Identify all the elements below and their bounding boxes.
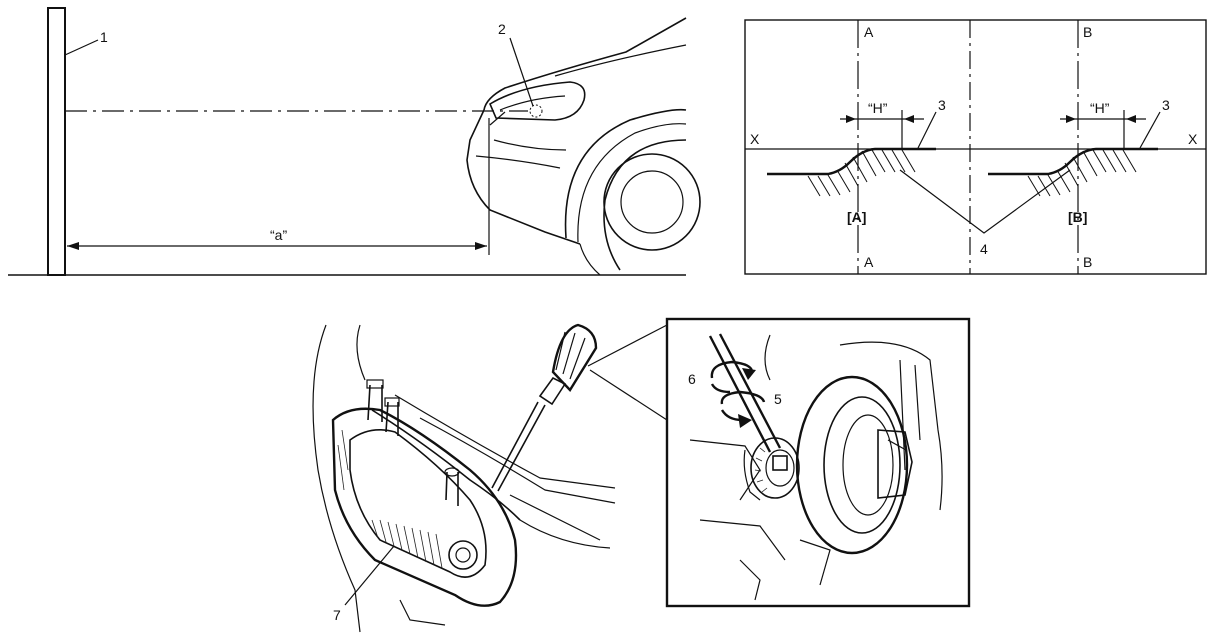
adjuster-detail-inset: 6 5 [665,317,971,608]
screen-distance-setup: 1 2 [8,7,701,276]
rotation-arrows [710,360,766,428]
callout-3b: 3 [1162,97,1170,113]
leader-2 [509,37,534,107]
panel-a-label: [A] [847,209,866,225]
inset-screwdriver [708,335,772,453]
offset-h-label-b: “H” [1090,100,1110,116]
panel-b-label: [B] [1068,209,1087,225]
callout-7: 7 [333,607,341,623]
callout-3a: 3 [938,97,946,113]
headlamp-assembly: 7 [312,323,668,633]
zoom-line-lower [589,369,668,421]
zoom-line-upper [587,324,668,367]
axis-x-left-label: X [750,131,760,147]
leader-3a [917,111,937,149]
inset-frame [665,317,971,608]
leader-1 [64,39,99,56]
axis-a-bottom-label: A [864,254,874,270]
axis-x-right-label: X [1188,131,1198,147]
aiming-screen [47,7,66,276]
axis-a-top-label: A [864,24,874,40]
distance-label: “a” [270,227,287,243]
reflector-ribs [337,429,443,569]
callout-6: 6 [688,371,696,387]
beam-pattern-panel: A A B B X X “H” 3 [A] [744,19,1207,275]
leader-7 [344,545,395,606]
hatch-a [807,149,916,197]
axis-b-top-label: B [1083,24,1092,40]
distance-arrowhead-right [475,242,487,250]
leader-4 [899,169,1071,234]
callout-5: 5 [774,391,782,407]
offset-h-label-a: “H” [868,100,888,116]
vehicle-front [466,17,701,276]
callout-1: 1 [100,29,108,45]
headlight-center-mark [529,104,543,118]
callout-4: 4 [980,241,988,257]
cutoff-line-b [988,147,1158,176]
axis-b-bottom-label: B [1083,254,1092,270]
cutoff-line-a [767,147,936,176]
callout-2: 2 [498,21,506,37]
pattern-frame [744,19,1207,275]
headlamp-housing [331,407,518,607]
distance-arrowhead-left [67,242,79,250]
hatch-b [1027,149,1137,197]
leader-3b [1139,111,1161,149]
screwdriver [491,323,598,492]
